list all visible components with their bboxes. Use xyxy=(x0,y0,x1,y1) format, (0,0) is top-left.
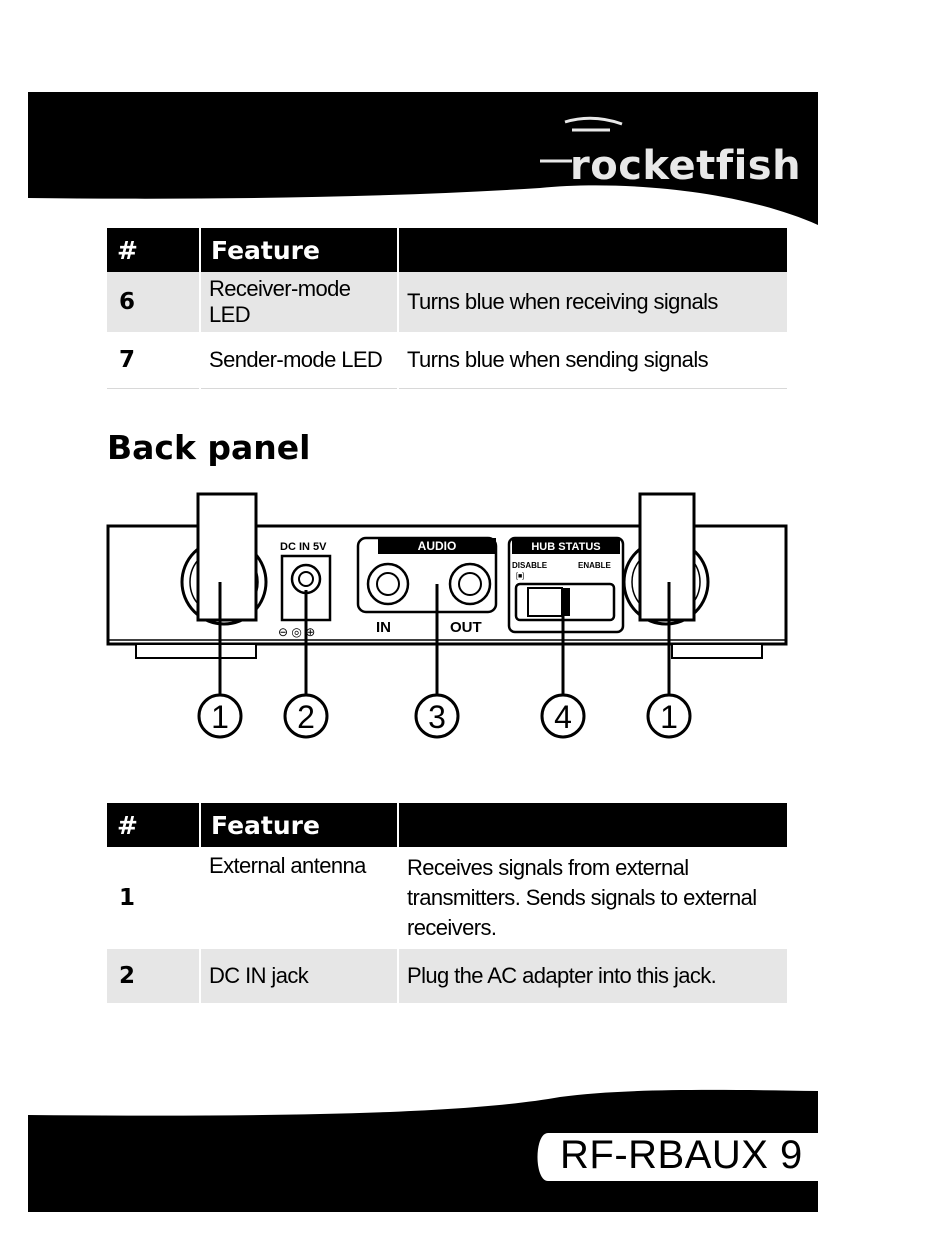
callout-2 xyxy=(283,693,329,739)
audio-out-port xyxy=(448,562,492,606)
col-header-num: # xyxy=(107,228,201,272)
rocketfish-logo: rocketfish xyxy=(570,143,802,189)
audio-label: AUDIO xyxy=(418,539,457,553)
disable-sub: [■] xyxy=(516,573,524,580)
row-num: 6 xyxy=(107,272,201,332)
antenna-left xyxy=(180,492,268,626)
polarity-symbols: ⊖ ◎ ⊕ xyxy=(278,625,315,639)
callout-num: 3 xyxy=(428,699,446,735)
table-row: 2 DC IN jack Plug the AC adapter into th… xyxy=(107,949,787,1003)
device-foot-left xyxy=(135,643,257,659)
row-desc: Turns blue when sending signals xyxy=(398,332,787,389)
hub-status-switch: HUB STATUS DISABLE [■] ENABLE xyxy=(507,536,625,634)
row-num: 2 xyxy=(107,949,201,1003)
table-row: 7 Sender-mode LED Turns blue when sendin… xyxy=(107,332,787,389)
row-feature: Receiver-mode LED xyxy=(200,272,399,332)
row-desc: Plug the AC adapter into this jack. xyxy=(398,949,787,1003)
feature-table-front: # Feature 6 Receiver-mode LED Turns blue… xyxy=(107,228,787,389)
row-num: 7 xyxy=(107,332,201,389)
page-number: 9 xyxy=(780,1133,803,1177)
row-desc: Receives signals from external transmitt… xyxy=(407,855,757,940)
enable-label: ENABLE xyxy=(578,561,612,570)
col-header-desc xyxy=(398,228,787,272)
page-header: rocketfish xyxy=(0,0,950,240)
callout-num: 1 xyxy=(660,699,678,735)
callout-num: 2 xyxy=(297,699,315,735)
callout-num: 4 xyxy=(554,699,572,735)
audio-ports: AUDIO IN OUT xyxy=(356,536,498,636)
row-feature: External antenna xyxy=(200,847,399,949)
callout-3 xyxy=(414,693,460,739)
hub-status-label: HUB STATUS xyxy=(531,541,600,553)
audio-in-label: IN xyxy=(376,619,391,636)
col-header-desc xyxy=(398,803,787,847)
table-row: 1 External antenna Receives signals from… xyxy=(107,847,787,949)
back-panel-diagram: DC IN 5V ⊖ ◎ ⊕ AUDIO IN OUT HUB STATUS D… xyxy=(106,492,788,739)
antenna-right xyxy=(622,492,710,626)
model-number: RF-RBAUX xyxy=(560,1133,769,1177)
col-header-feature: Feature xyxy=(200,803,399,847)
row-feature: Sender-mode LED xyxy=(200,332,399,389)
header-band xyxy=(0,0,950,240)
col-header-num: # xyxy=(107,803,201,847)
callout-num: 1 xyxy=(211,699,229,735)
page-footer: RF-RBAUX 9 xyxy=(0,1085,950,1260)
row-desc: Turns blue when receiving signals xyxy=(398,272,787,332)
rocketfish-logo-swoosh xyxy=(540,116,623,163)
footer-band xyxy=(28,1089,818,1212)
section-title: Back panel xyxy=(107,428,311,467)
device-foot-right xyxy=(671,643,763,659)
callout-1-right xyxy=(646,693,692,739)
audio-in-port xyxy=(366,562,410,606)
callout-4 xyxy=(540,693,586,739)
disable-label: DISABLE xyxy=(512,561,548,570)
callout-leaders xyxy=(218,582,671,696)
row-num: 1 xyxy=(107,847,201,949)
callout-1-left xyxy=(197,693,243,739)
dc-in-label: DC IN 5V xyxy=(280,541,327,553)
row-feature: DC IN jack xyxy=(200,949,399,1003)
table-row: 6 Receiver-mode LED Turns blue when rece… xyxy=(107,272,787,332)
callouts: 1 2 3 4 1 xyxy=(197,693,692,739)
feature-table-back: # Feature 1 External antenna Receives si… xyxy=(107,803,787,1003)
col-header-feature: Feature xyxy=(200,228,399,272)
model-label-bg xyxy=(537,1133,818,1181)
audio-out-label: OUT xyxy=(450,619,482,636)
